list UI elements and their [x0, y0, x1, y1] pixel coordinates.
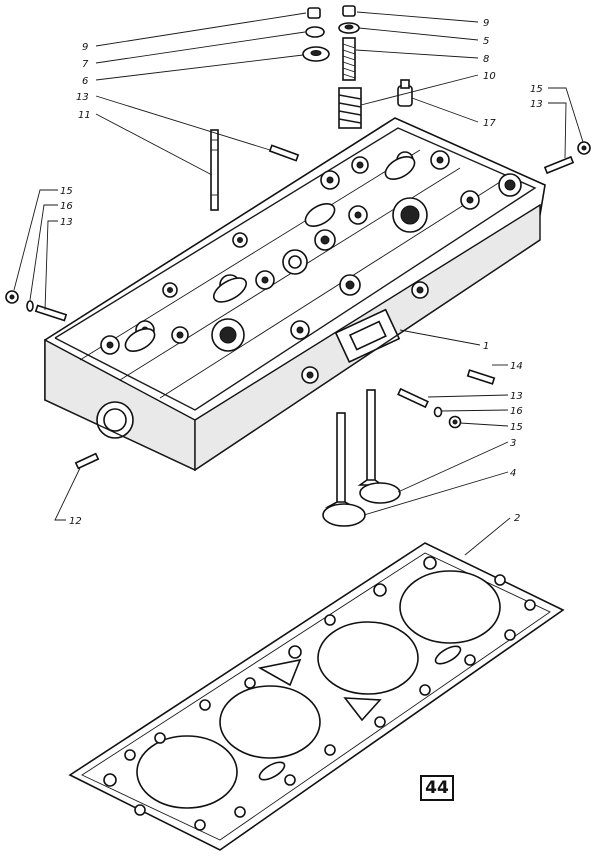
label-4: 4: [510, 468, 516, 479]
label-16-mid: 16: [510, 406, 523, 417]
label-11: 11: [78, 110, 91, 121]
cylinder-head: [44, 117, 546, 472]
valve-spring-stack: [338, 5, 362, 129]
label-5: 5: [483, 36, 489, 47]
page-number-box: 44: [420, 775, 454, 801]
label-7: 7: [82, 59, 89, 70]
label-6: 6: [82, 76, 88, 87]
label-14: 14: [510, 361, 523, 372]
fitting-17: [397, 79, 413, 107]
label-8: 8: [483, 54, 489, 65]
head-gasket: [68, 542, 565, 851]
label-12: 12: [69, 516, 82, 527]
label-17: 17: [483, 118, 496, 129]
leader-lines: [13, 11, 584, 556]
head-bosses: [100, 150, 522, 384]
bolt-group-mid: [397, 387, 462, 429]
stud-14: [466, 369, 496, 385]
label-13-top: 13: [76, 92, 89, 103]
part-labels: 9 5 8 10 17 9 7 6 13 11 15 13 15 16 13 1…: [60, 18, 543, 527]
label-15-left: 15: [60, 186, 73, 197]
label-15-right: 15: [530, 84, 543, 95]
retainer-stack-left: [302, 7, 330, 62]
stud-13-top: [268, 144, 300, 162]
valve-4: [322, 412, 366, 527]
label-13-right: 13: [530, 99, 543, 110]
label-3: 3: [510, 438, 516, 449]
bolt-group-right: [543, 141, 591, 175]
label-10: 10: [483, 71, 496, 82]
label-9-right: 9: [483, 18, 489, 29]
stud-12: [74, 452, 100, 470]
label-1: 1: [483, 341, 489, 352]
label-15-mid: 15: [510, 422, 523, 433]
bolt-group-left: [5, 290, 68, 322]
label-13-left: 13: [60, 217, 73, 228]
valve-3: [357, 389, 401, 504]
stud-11: [210, 129, 219, 211]
label-2: 2: [514, 513, 520, 524]
label-13-mid: 13: [510, 391, 523, 402]
label-16-left: 16: [60, 201, 73, 212]
page-number: 44: [425, 778, 449, 798]
label-9-left: 9: [82, 42, 88, 53]
